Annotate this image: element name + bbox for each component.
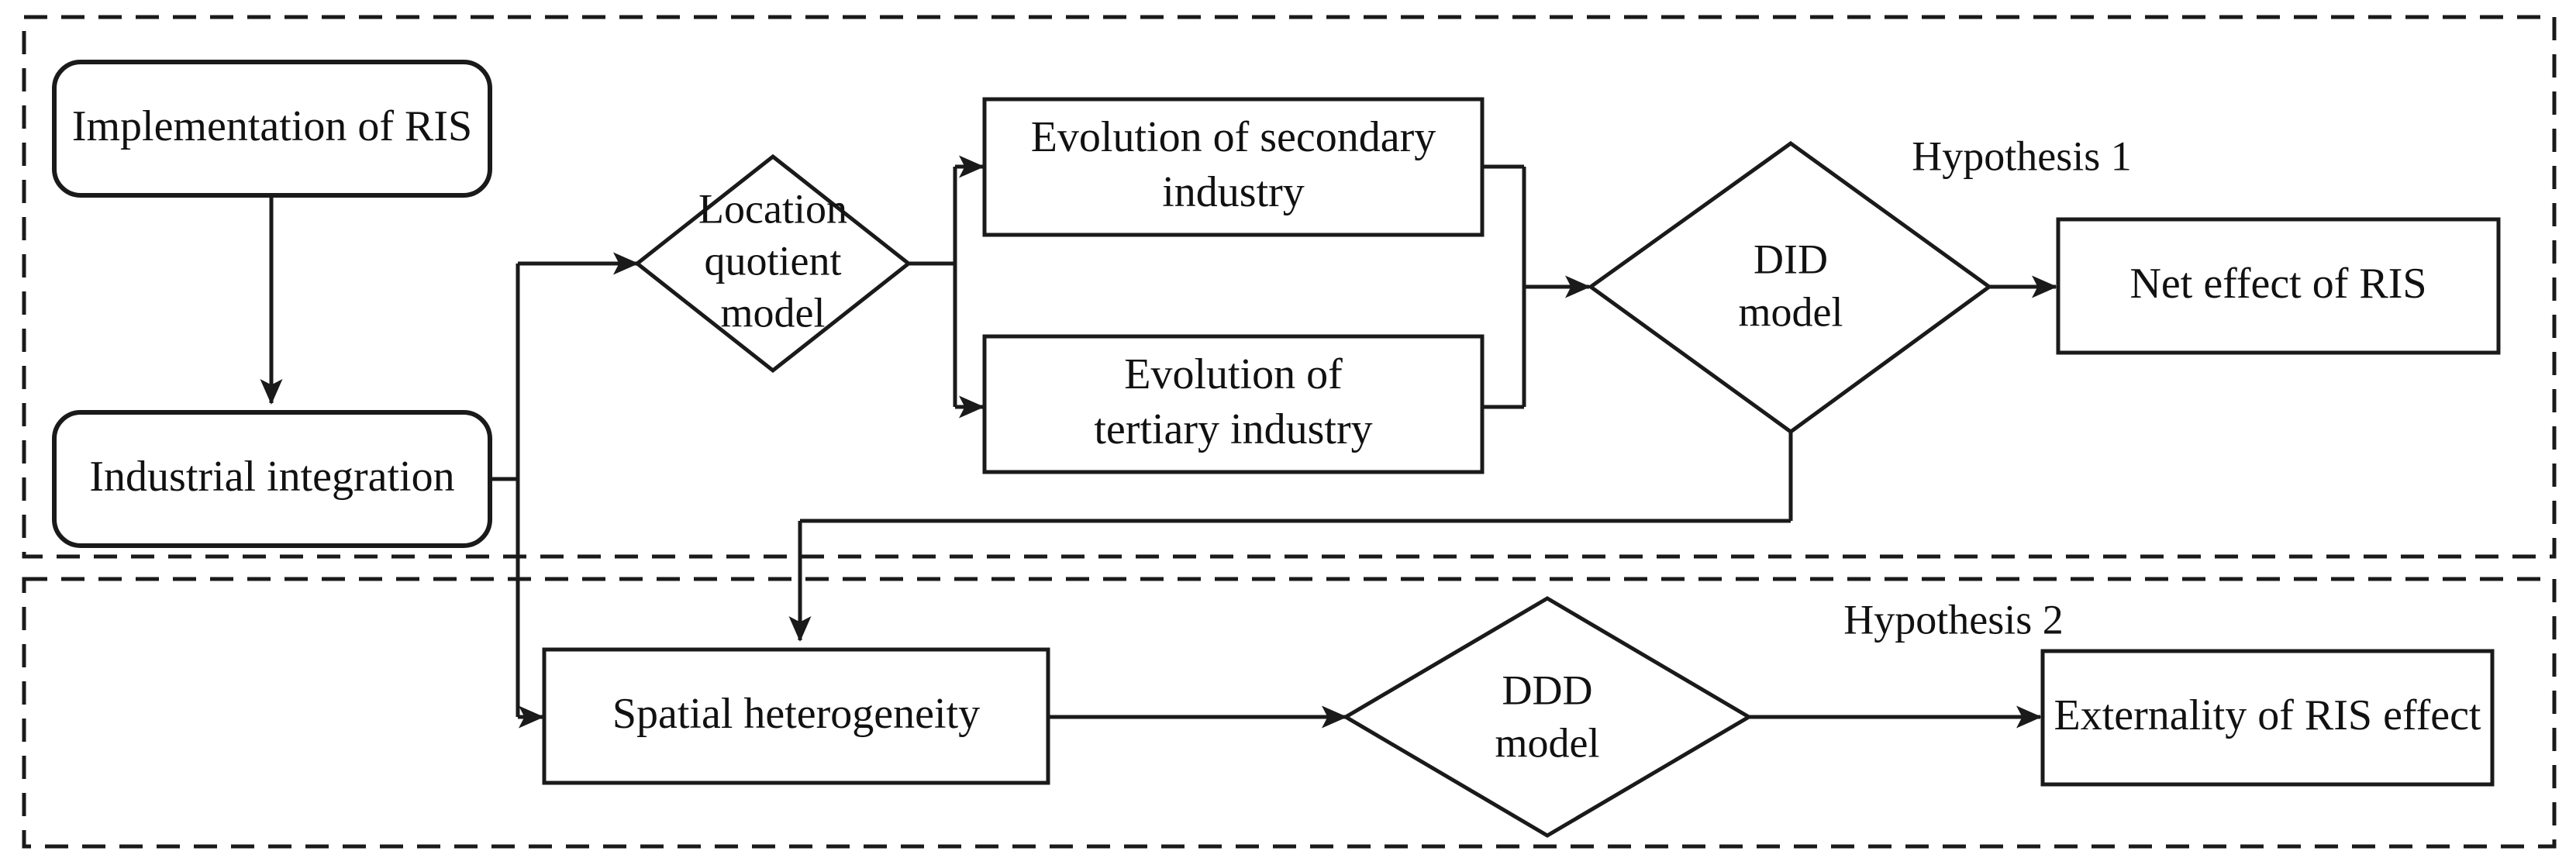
node-implementation-of-ris[interactable]: Implementation of RIS [52, 60, 492, 198]
group-hypothesis-1-frame [22, 15, 2557, 559]
ddd-model-label-line1: DDD [1502, 667, 1593, 713]
net-effect-of-ris-label: Net effect of RIS [2129, 260, 2426, 308]
hypothesis-2-label: Hypothesis 2 [1843, 596, 2064, 643]
evolution-secondary-industry-label-line1: Evolution of secondary [1031, 113, 1436, 161]
node-did-model[interactable]: DID model [1587, 140, 1993, 435]
ddd-model-label-line2: model [1495, 719, 1600, 766]
node-spatial-heterogeneity[interactable]: Spatial heterogeneity [542, 647, 1050, 785]
group-hypothesis-2-frame [22, 577, 2557, 849]
evolution-tertiary-industry-label-line2: tertiary industry [1094, 405, 1372, 453]
node-industrial-integration[interactable]: Industrial integration [52, 410, 492, 548]
did-model-label-line2: model [1739, 288, 1843, 335]
location-quotient-model-label-line3: model [721, 289, 826, 336]
node-evolution-secondary-industry[interactable]: Evolution of secondary industry [982, 97, 1485, 237]
evolution-tertiary-industry-label-line1: Evolution of [1124, 350, 1343, 398]
evolution-secondary-industry-label-line2: industry [1162, 168, 1305, 216]
implementation-of-ris-shape [52, 60, 492, 198]
implementation-of-ris-label: Implementation of RIS [72, 102, 472, 150]
node-net-effect-of-ris[interactable]: Net effect of RIS [2056, 217, 2501, 355]
evolution-tertiary-industry-shape [982, 334, 1485, 474]
spatial-heterogeneity-label: Spatial heterogeneity [612, 690, 980, 738]
did-model-label-line1: DID [1754, 236, 1828, 282]
node-evolution-tertiary-industry[interactable]: Evolution of tertiary industry [982, 334, 1485, 474]
location-quotient-model-label-line2: quotient [705, 237, 842, 284]
location-quotient-model-shape [633, 153, 912, 374]
net-effect-of-ris-shape [2056, 217, 2501, 355]
spatial-heterogeneity-shape [542, 647, 1050, 785]
did-model-shape [1587, 140, 1993, 435]
location-quotient-model-label-line1: Location [698, 185, 847, 232]
ddd-model-shape [1342, 596, 1753, 838]
industrial-integration-label: Industrial integration [89, 453, 454, 501]
externality-of-ris-effect-shape [2040, 649, 2495, 787]
node-externality-of-ris-effect[interactable]: Externality of RIS effect [2040, 649, 2495, 787]
evolution-secondary-industry-shape [982, 97, 1485, 237]
node-ddd-model[interactable]: DDD model [1342, 596, 1753, 838]
externality-of-ris-effect-label: Externality of RIS effect [2054, 691, 2481, 739]
industrial-integration-shape [52, 410, 492, 548]
hypothesis-1-label: Hypothesis 1 [1912, 133, 2132, 179]
node-location-quotient-model[interactable]: Location quotient model [633, 153, 912, 374]
